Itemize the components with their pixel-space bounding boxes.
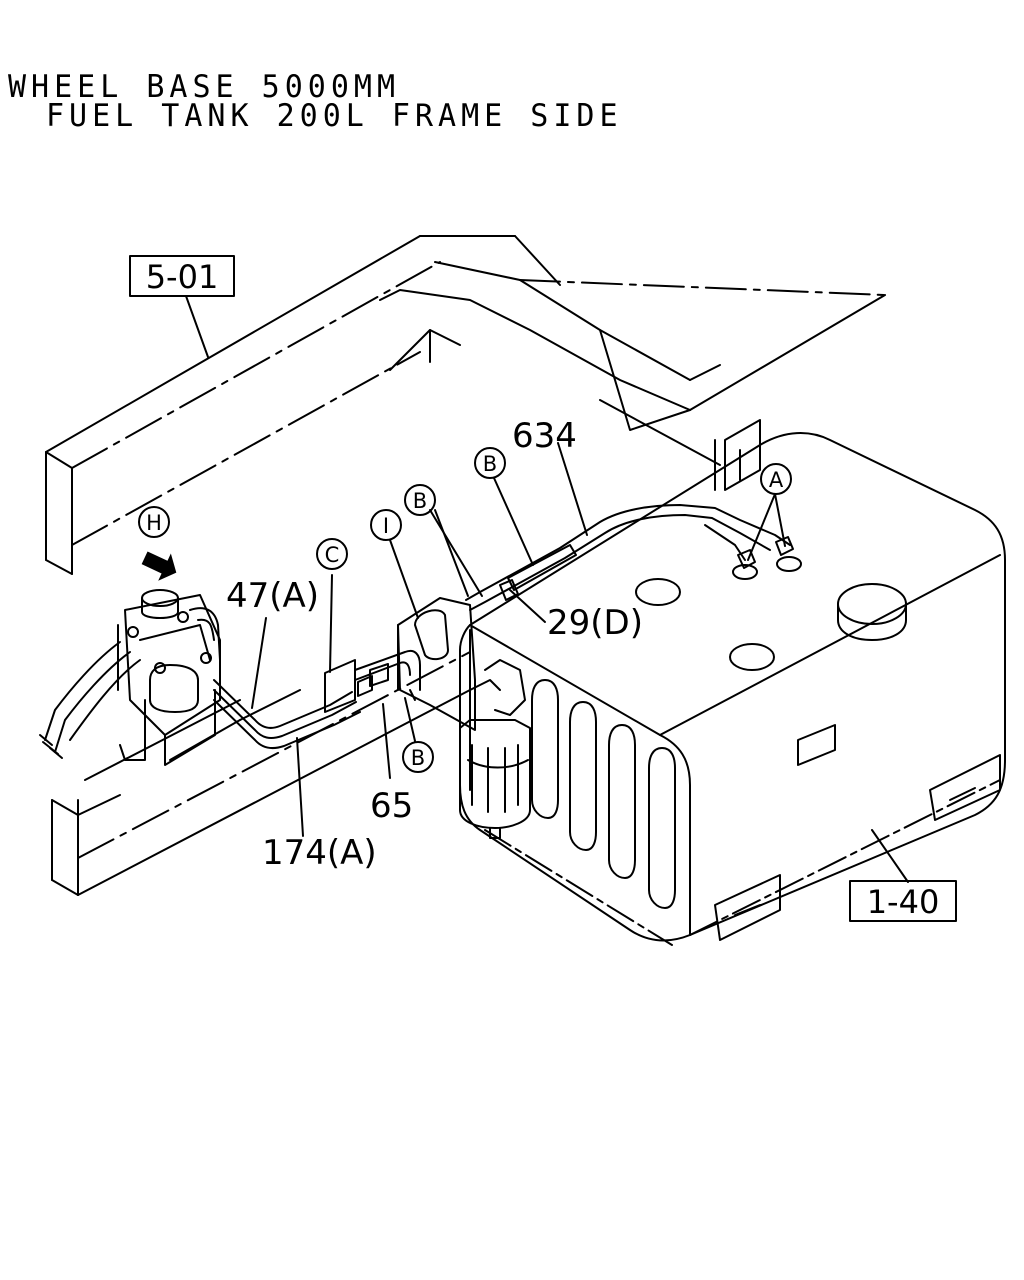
circle-label-b-upper: B: [413, 489, 427, 513]
callout-634: 634: [512, 416, 577, 456]
callout-29d: 29(D): [547, 603, 643, 643]
circle-label-a: A: [769, 468, 784, 492]
frame-rail-lower: [51, 419, 761, 896]
direction-arrow: [141, 551, 177, 581]
frame-reference: 5-01: [146, 258, 219, 296]
frame-rail-upper: [45, 235, 886, 575]
callout-174a: 174(A): [262, 833, 377, 873]
fuel-pipe-lines: [213, 504, 802, 749]
circle-label-h: H: [146, 511, 162, 535]
leader-lines: [185, 295, 909, 883]
circle-label-i: I: [383, 514, 389, 538]
callout-65: 65: [370, 786, 413, 826]
circle-label-b-lower: B: [411, 746, 425, 770]
fuel-filter-bracket: [397, 597, 531, 839]
circle-label-b-top: B: [483, 452, 497, 476]
fuel-tank: [459, 432, 1006, 946]
tank-reference: 1-40: [867, 883, 940, 921]
circle-label-c: C: [325, 543, 340, 567]
diagram-title-line2: FUEL TANK 200L FRAME SIDE: [46, 97, 623, 135]
injection-pump-assembly: [39, 589, 221, 766]
diagram-title-line1: WHEEL BASE 5000MM: [8, 68, 401, 106]
callout-47a: 47(A): [226, 576, 319, 616]
